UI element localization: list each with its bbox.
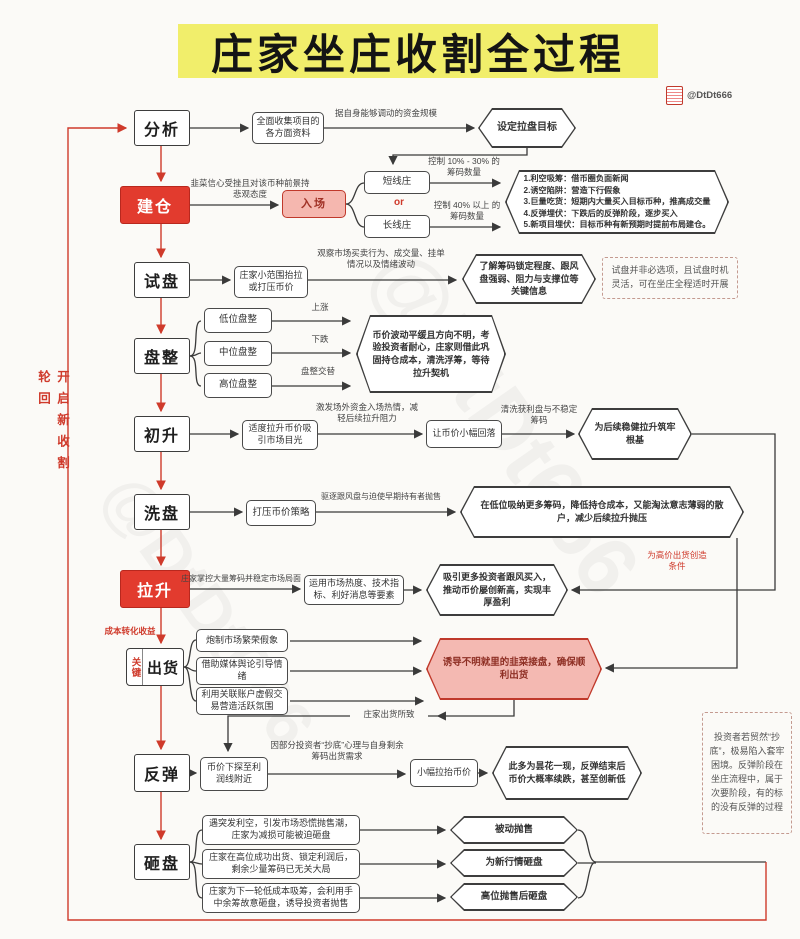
node-high-consolidation: 高位盘整 bbox=[204, 373, 272, 398]
stage-analysis: 分析 bbox=[134, 110, 190, 146]
label-alternating: 盘整交替 bbox=[300, 366, 335, 376]
node-leverage-factors: 运用市场热度、技术指标、利好消息等要素 bbox=[304, 575, 404, 605]
node-small-lift: 小幅拉抬币价 bbox=[410, 759, 478, 787]
page-title: 庄家坐庄收割全过程 bbox=[178, 24, 658, 79]
node-wash-trading: 利用关联账户虚假交易营造活跃氛围 bbox=[196, 687, 288, 715]
note-probe-optional: 试盘并非必选项，且试盘时机灵活，可在坐庄全程适时开展 bbox=[602, 257, 738, 299]
label-bottom-fishing: 因部分投资者“抄底”心理与自身剩余筹码出货需求 bbox=[270, 740, 404, 762]
method-item: 5.新项目埋伏：目标币种有新预期时提前布局建仓。 bbox=[523, 220, 711, 230]
node-entry: 入场 bbox=[282, 190, 346, 218]
author-avatar-icon bbox=[666, 86, 683, 105]
node-accumulation-methods: 1.利空吸筹：借币圈负面新闻 2.诱空陷阱：营造下行假象 3.巨量吃货：短期内大… bbox=[505, 170, 729, 234]
stage-rebound: 反弹 bbox=[134, 754, 190, 792]
node-smash-cause-profit-locked: 庄家在高位成功出货、锁定利润后，剩余少量筹码已无关大局 bbox=[202, 849, 360, 879]
author-watermark: @DtDt666 bbox=[666, 86, 732, 105]
node-low-consolidation: 低位盘整 bbox=[204, 308, 272, 333]
node-consolidate-result: 币价波动平缓且方向不明，考验投资者耐心，庄家则借此巩固持仓成本，清洗浮筹，等待拉… bbox=[356, 315, 506, 393]
node-set-pump-target: 设定拉盘目标 bbox=[478, 108, 576, 148]
node-washout-result: 在低位吸纳更多筹码，降低持仓成本，又能淘汰意志薄弱的散户，减少后续拉升抛压 bbox=[460, 486, 744, 538]
note-rebound-warning: 投资者若贸然“抄底”，极易陷入套牢困境。反弹阶段在坐庄流程中，属于次要阶段，有的… bbox=[702, 712, 792, 834]
node-short-term-maker: 短线庄 bbox=[364, 171, 430, 194]
label-control-chips: 庄家掌控大量筹码并稳定市场局面 bbox=[181, 574, 301, 583]
node-rebound-result: 此多为昙花一现，反弹结束后币价大概率续跌，甚至创新低 bbox=[492, 746, 642, 800]
node-price-dip: 币价下探至利润线附近 bbox=[200, 757, 268, 791]
stage-dump: 关键 出货 bbox=[126, 648, 184, 686]
node-media-guidance: 借助媒体舆论引导情绪 bbox=[196, 657, 288, 685]
node-fake-prosperity: 炮制市场繁荣假象 bbox=[196, 629, 288, 652]
method-item: 2.诱空陷阱：营造下行假象 bbox=[523, 185, 621, 195]
label-high-price-sell: 为高价出货创造条件 bbox=[647, 550, 707, 572]
node-moderate-lift: 适度拉升币价吸引市场目光 bbox=[242, 420, 318, 450]
label-cost-to-profit: 成本转化收益 bbox=[104, 626, 156, 636]
label-down: 下跌 bbox=[311, 334, 329, 344]
node-pump-result: 吸引更多投资者跟风买入，推动币价屡创新高，实现丰厚盈利 bbox=[426, 564, 568, 616]
label-funds-scale: 据自身能够调动的资金规模 bbox=[334, 108, 437, 118]
label-spark-funds: 激发场外资金入场热情，减轻后续拉升阻力 bbox=[315, 402, 418, 424]
node-smash-cause-next-round: 庄家为下一轮低成本吸筹，会利用手中余筹故意砸盘，诱导投资者抛售 bbox=[202, 883, 360, 913]
label-dump-cause: 庄家出货所致 bbox=[350, 709, 428, 721]
stage-washout: 洗盘 bbox=[134, 494, 190, 530]
label-up: 上涨 bbox=[311, 302, 329, 312]
label-clean-profit-chips: 清洗获利盘与不稳定筹码 bbox=[500, 404, 578, 426]
label-key: 关键 bbox=[127, 649, 143, 685]
method-item: 4.反弹埋伏：下跌后的反弹阶段，逐步买入 bbox=[523, 208, 678, 218]
stage-probe: 试盘 bbox=[134, 262, 190, 298]
stage-dump-label: 出货 bbox=[146, 659, 179, 677]
label-chips-40plus: 控制 40% 以上 的筹码数量 bbox=[433, 200, 501, 222]
label-or: or bbox=[394, 197, 404, 208]
node-dump-result: 诱导不明就里的韭菜接盘，确保顺利出货 bbox=[426, 638, 602, 700]
node-smash-cause-panic: 遇突发利空，引发市场恐慌抛售潮，庄家为减损可能被迫砸盘 bbox=[202, 815, 360, 845]
label-drive-out-holders: 驱逐跟风盘与迫使早期持有者抛售 bbox=[321, 492, 441, 501]
node-collect-info: 全面收集项目的各方面资料 bbox=[252, 112, 324, 144]
node-small-pullback: 让币价小幅回落 bbox=[426, 420, 502, 448]
loop-label: 开启新收割轮回 bbox=[36, 370, 69, 478]
author-handle: @DtDt666 bbox=[687, 90, 733, 101]
node-mid-consolidation: 中位盘整 bbox=[204, 341, 272, 366]
label-chips-10-30: 控制 10% - 30% 的筹码数量 bbox=[428, 156, 500, 178]
stage-first-rise: 初升 bbox=[134, 416, 190, 452]
stage-pump: 拉升 bbox=[120, 570, 190, 608]
stage-smash: 砸盘 bbox=[134, 844, 190, 880]
node-probe-action: 庄家小范围抬拉或打压币价 bbox=[234, 266, 308, 298]
method-item: 3.巨量吃货：短期内大量买入目标币种，推高成交量 bbox=[523, 197, 711, 207]
node-suppress-price: 打压币价策略 bbox=[246, 500, 316, 526]
stage-build-position: 建仓 bbox=[120, 186, 190, 224]
method-item: 1.利空吸筹：借币圈负面新闻 bbox=[523, 174, 629, 184]
node-probe-result: 了解筹码锁定程度、跟风盘强弱、阻力与支撑位等关键信息 bbox=[462, 254, 596, 304]
node-firstrise-result: 为后续稳健拉升筑牢根基 bbox=[578, 408, 692, 460]
node-long-term-maker: 长线庄 bbox=[364, 215, 430, 238]
stage-consolidate: 盘整 bbox=[134, 338, 190, 374]
node-passive-selloff: 被动抛售 bbox=[450, 816, 578, 844]
node-smash-after-high-sell: 高位抛售后砸盘 bbox=[450, 883, 578, 911]
node-smash-for-new-trend: 为新行情砸盘 bbox=[450, 849, 578, 877]
label-observe-market: 观察市场买卖行为、成交量、挂单情况以及情绪波动 bbox=[317, 248, 445, 270]
label-retail-pessimism: 韭菜信心受挫且对该币种前景持悲观态度 bbox=[190, 178, 310, 200]
